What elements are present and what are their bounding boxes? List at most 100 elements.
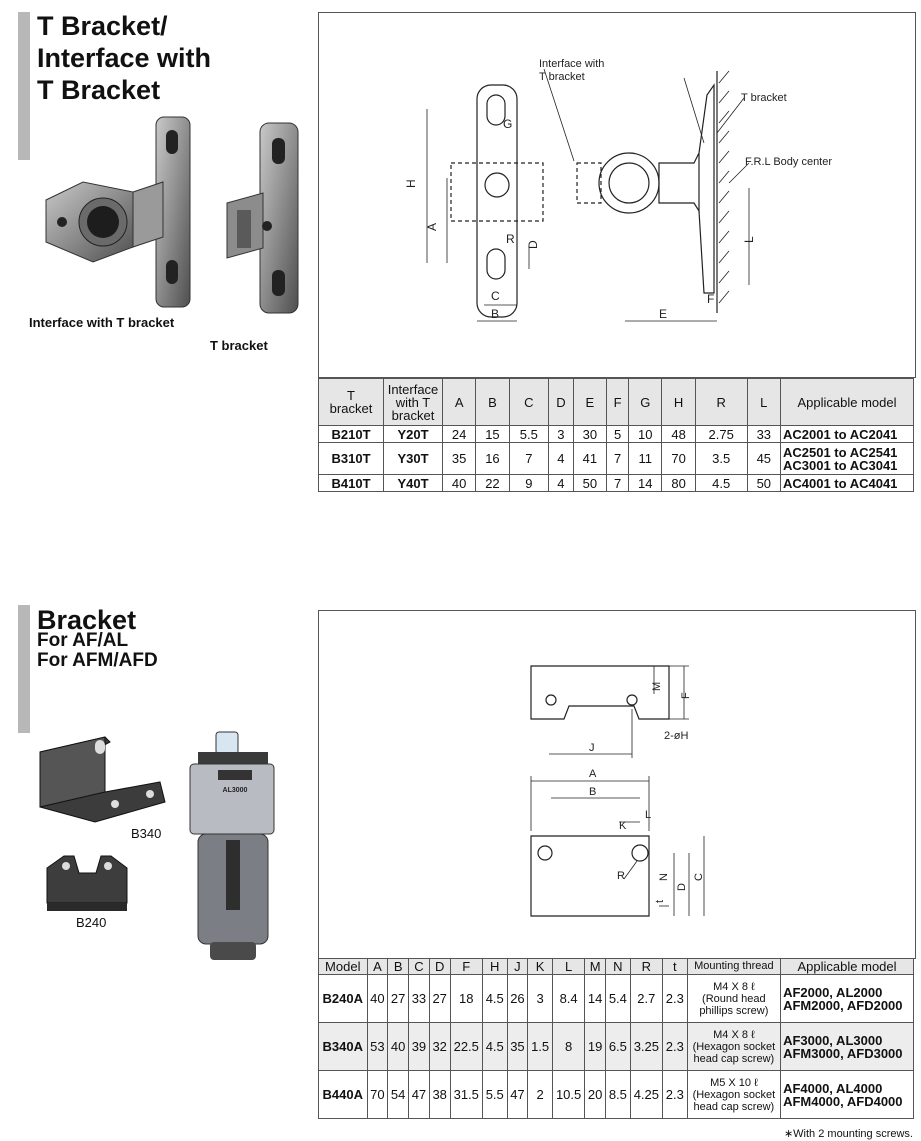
cell: 70: [366, 1070, 389, 1119]
svg-text:B: B: [589, 786, 596, 798]
cell: 3: [527, 974, 553, 1023]
header-r: R: [629, 958, 664, 975]
cell: 2.3: [662, 974, 688, 1023]
svg-text:A: A: [589, 768, 597, 780]
interface-photo-label: Interface with T bracket: [29, 315, 175, 330]
cell: 9: [508, 474, 550, 492]
interface-with-t-bracket-photo: [45, 116, 191, 308]
table-row: B210T Y20T 24 15 5.5 3 30 5 10 48 2.75 3…: [318, 425, 914, 443]
header-r: R: [694, 378, 748, 426]
svg-text:Interface with: Interface with: [539, 58, 604, 70]
cell: 5.5: [481, 1070, 508, 1119]
t-bracket-photo: [226, 122, 299, 314]
svg-text:K: K: [619, 820, 627, 832]
cell-applicable-model: AF4000, AL4000 AFM4000, AFD4000: [780, 1070, 914, 1119]
header-d: D: [548, 378, 574, 426]
svg-text:J: J: [589, 742, 595, 754]
section-accent-bar: [18, 605, 30, 733]
section-accent-bar: [18, 12, 30, 160]
cell: 8.4: [551, 974, 586, 1023]
cell: 4: [548, 474, 574, 492]
lubricator-product-photo: AL3000: [189, 731, 275, 960]
svg-text:M: M: [651, 682, 663, 691]
cell: 4: [548, 442, 574, 475]
cell: 4.5: [481, 974, 508, 1023]
cell-applicable-model: AC2001 to AC2041: [780, 425, 914, 443]
header-l: L: [746, 378, 782, 426]
cell: 70: [661, 442, 696, 475]
cell: 31.5: [449, 1070, 483, 1119]
cell: 4.5: [694, 474, 748, 492]
cell: 54: [387, 1070, 410, 1119]
cell: 2.75: [694, 425, 748, 443]
header-n: N: [605, 958, 631, 975]
cell: 45: [746, 442, 782, 475]
header-t-bracket: T bracket: [318, 378, 384, 426]
cell: 22.5: [449, 1022, 483, 1071]
svg-text:E: E: [659, 307, 667, 321]
t-bracket-spec-table: T bracket Interface with T bracket A B C…: [318, 378, 914, 492]
section-title: T Bracket/ Interface with T Bracket: [37, 11, 212, 105]
svg-text:F: F: [680, 692, 692, 699]
table-row: B310T Y30T 35 16 7 4 41 7 11 70 3.5 45 A…: [318, 442, 914, 475]
cell: 27: [387, 974, 410, 1023]
cell-interface-model: Y30T: [383, 442, 443, 475]
cell: 26: [506, 974, 529, 1023]
svg-text:T bracket: T bracket: [741, 92, 787, 104]
t-bracket-drawing: H A G R D C B L F E Interface with T bra…: [404, 58, 832, 322]
svg-text:C: C: [491, 289, 500, 303]
svg-text:N: N: [658, 873, 670, 881]
table-row: B410T Y40T 40 22 9 4 50 7 14 80 4.5 50 A…: [318, 474, 914, 492]
svg-text:T bracket: T bracket: [539, 71, 585, 83]
cell: 16: [475, 442, 510, 475]
b340-photo-label: B340: [131, 826, 162, 841]
cell: 5: [605, 425, 630, 443]
cell: 14: [584, 974, 607, 1023]
b240-photo-label: B240: [76, 915, 107, 930]
header-c: C: [508, 378, 550, 426]
cell: 10: [628, 425, 663, 443]
svg-text:F.R.L Body center: F.R.L Body center: [745, 156, 832, 168]
cell-model: B240A: [318, 974, 368, 1023]
cell: 18: [449, 974, 483, 1023]
cell: 8.5: [605, 1070, 631, 1119]
svg-text:D: D: [676, 883, 688, 891]
header-a: A: [441, 378, 477, 426]
cell-interface-model: Y20T: [383, 425, 443, 443]
cell: 47: [506, 1070, 529, 1119]
cell: 4.25: [629, 1070, 664, 1119]
svg-text:L: L: [645, 809, 651, 821]
cell-model: B410T: [318, 474, 384, 492]
header-mounting-thread: Mounting thread: [686, 958, 782, 975]
cell: 2.3: [662, 1070, 688, 1119]
cell: 50: [572, 474, 607, 492]
cell: 5.5: [508, 425, 550, 443]
bracket-dimension-diagram: M F 2-øH J A B L K R N D C t: [318, 610, 916, 959]
cell-applicable-model: AF3000, AL3000 AFM3000, AFD3000: [780, 1022, 914, 1071]
cell: 24: [441, 425, 477, 443]
t-bracket-dimension-diagram: H A G R D C B L F E Interface with T bra…: [318, 12, 916, 378]
svg-text:R: R: [617, 870, 625, 882]
cell: 11: [628, 442, 663, 475]
cell: 80: [661, 474, 696, 492]
svg-text:R: R: [506, 232, 515, 246]
cell: 35: [441, 442, 477, 475]
cell: 40: [387, 1022, 410, 1071]
cell: 27: [428, 974, 451, 1023]
cell: 20: [584, 1070, 607, 1119]
cell: 6.5: [605, 1022, 631, 1071]
cell: 2: [527, 1070, 553, 1119]
header-h: H: [481, 958, 508, 975]
cell: 40: [366, 974, 389, 1023]
cell-applicable-model: AF2000, AL2000 AFM2000, AFD2000: [780, 974, 914, 1023]
svg-text:B: B: [491, 307, 499, 321]
b340-bracket-photo: [39, 736, 166, 823]
cell: 3.5: [694, 442, 748, 475]
cell-mounting-thread: M4 X 8 ℓ (Round head phillips screw): [686, 974, 782, 1023]
cell-mounting-thread: M4 X 8 ℓ (Hexagon socket head cap screw): [686, 1022, 782, 1071]
cell: 3.25: [629, 1022, 664, 1071]
header-model: Model: [318, 958, 368, 975]
header-applicable-model: Applicable model: [780, 378, 914, 426]
cell: 33: [408, 974, 430, 1023]
cell: 2.3: [662, 1022, 688, 1071]
